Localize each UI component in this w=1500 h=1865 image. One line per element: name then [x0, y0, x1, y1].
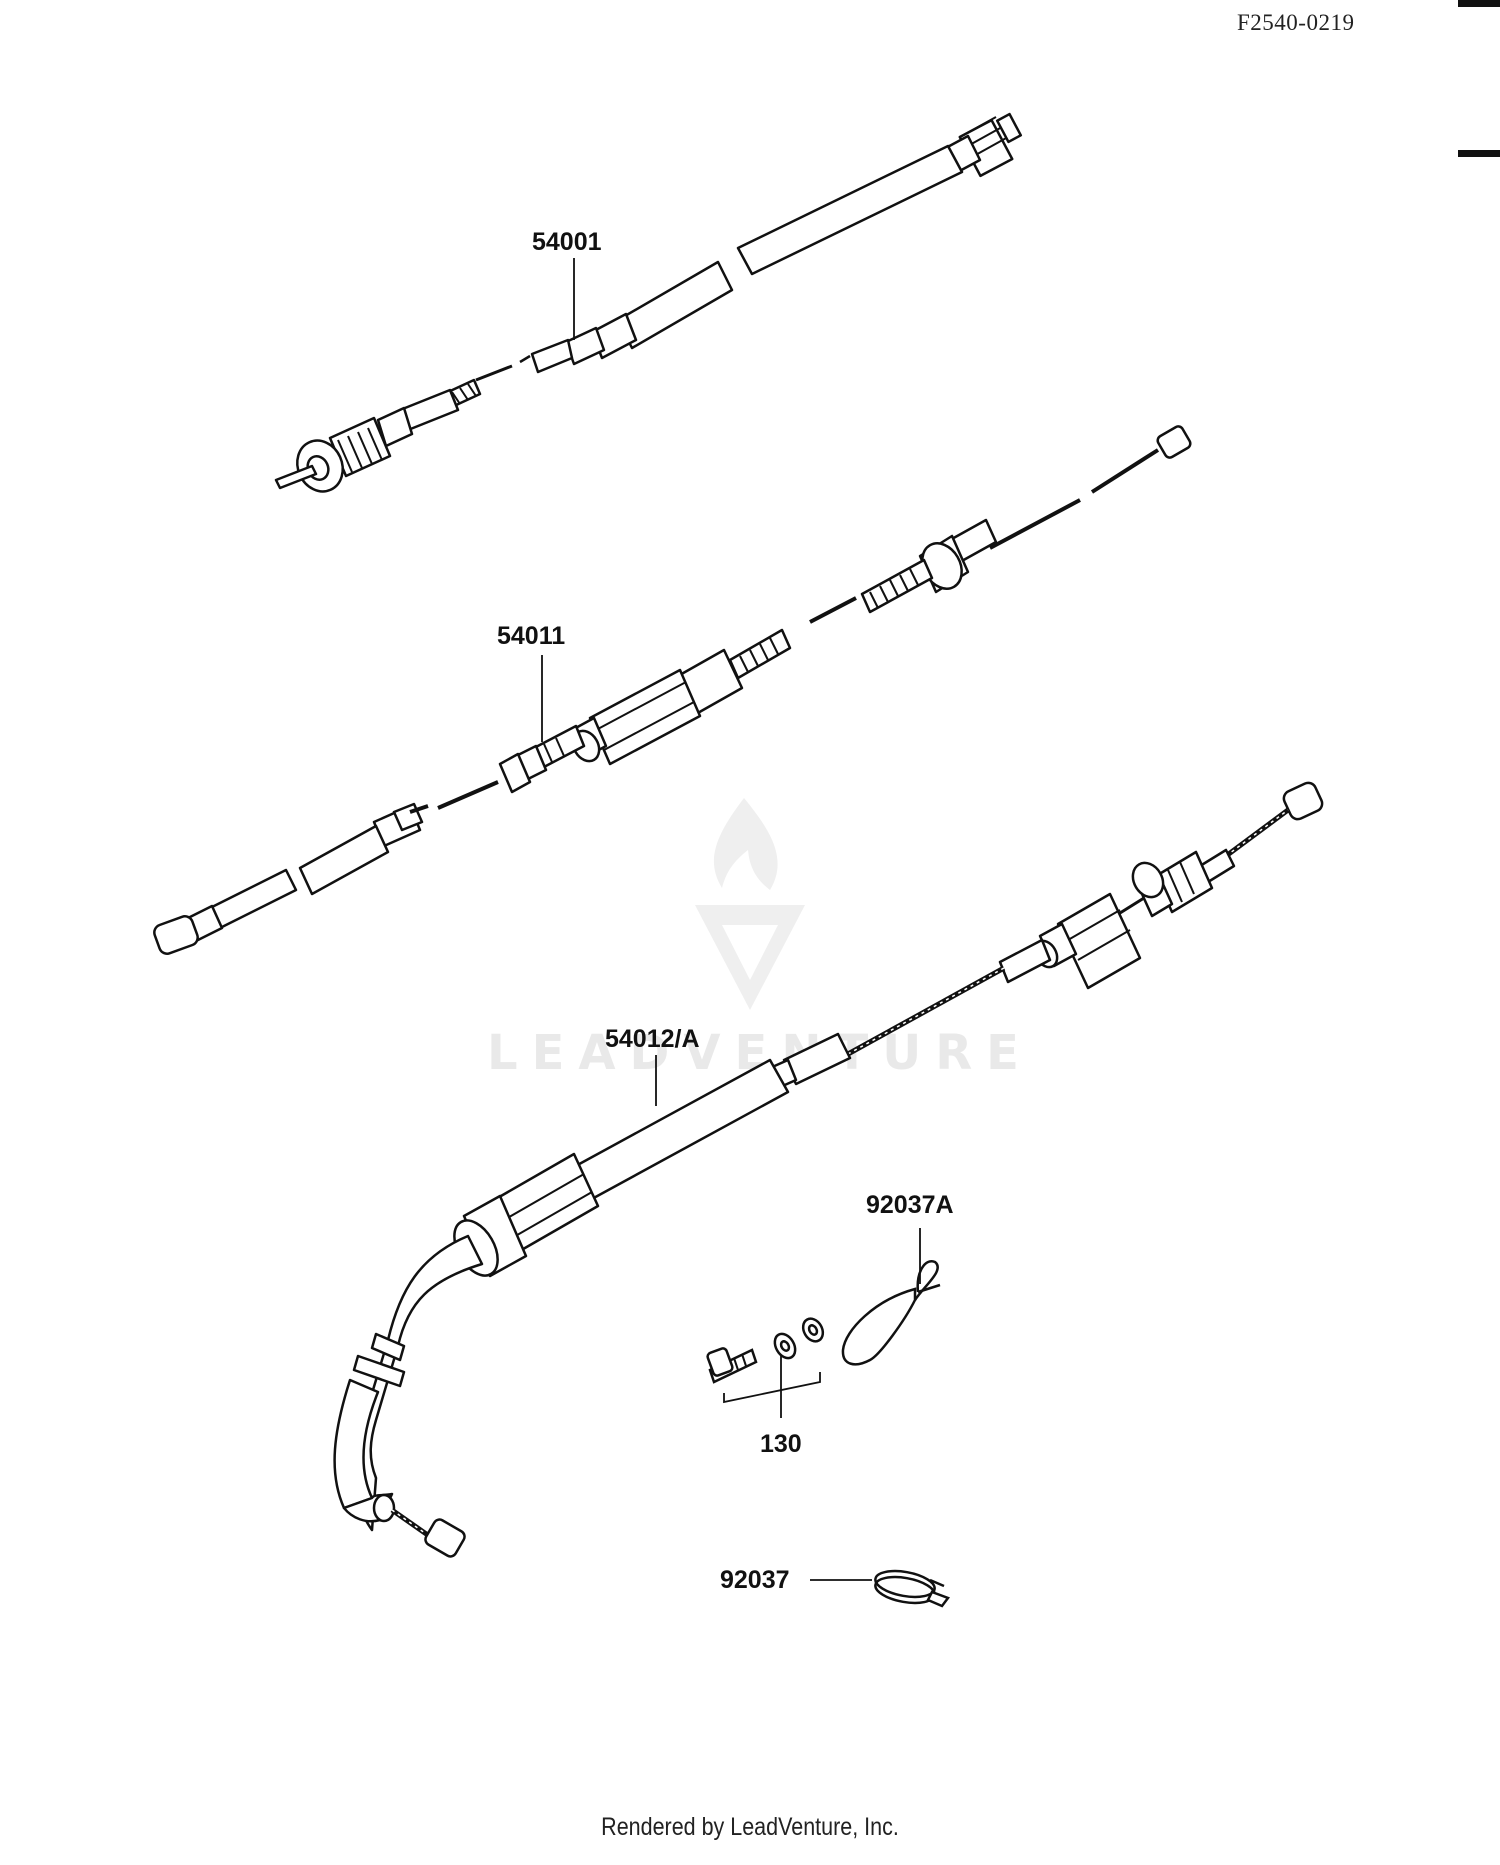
- speedometer-cable-54001[interactable]: [274, 112, 1023, 499]
- label-92037: 92037: [720, 1566, 790, 1594]
- hose-clamp-92037[interactable]: [873, 1567, 951, 1608]
- callout-labels: 54001 54011 54012/A 92037A 130 92037: [497, 228, 954, 1594]
- watermark-logo: [695, 798, 805, 1010]
- wire-clamp-92037A[interactable]: [841, 1260, 941, 1366]
- label-54001: 54001: [532, 228, 602, 256]
- cable-54011-lower-end: [153, 915, 199, 955]
- reference-code: F2540-0219: [1237, 10, 1355, 35]
- leader-lines: [541, 258, 921, 1581]
- label-130: 130: [760, 1430, 802, 1458]
- label-54012A: 54012/A: [605, 1025, 700, 1053]
- cable-54012A-lower-end: [424, 1518, 466, 1558]
- page-edge-mark-middle: [1458, 150, 1500, 157]
- cable-54011-upper-end: [1156, 425, 1192, 459]
- throttle-cable-54012A[interactable]: [333, 780, 1325, 1558]
- label-92037A: 92037A: [866, 1191, 954, 1219]
- footer-credit: Rendered by LeadVenture, Inc.: [601, 1813, 899, 1841]
- bolt-and-washers-130[interactable]: [706, 1315, 826, 1384]
- cable-54012A-upper-end: [1282, 781, 1324, 821]
- label-54011: 54011: [497, 622, 565, 650]
- page-edge-mark-top: [1458, 0, 1500, 7]
- leader-130-bracket: [723, 1372, 821, 1404]
- cable-54011[interactable]: [152, 425, 1192, 956]
